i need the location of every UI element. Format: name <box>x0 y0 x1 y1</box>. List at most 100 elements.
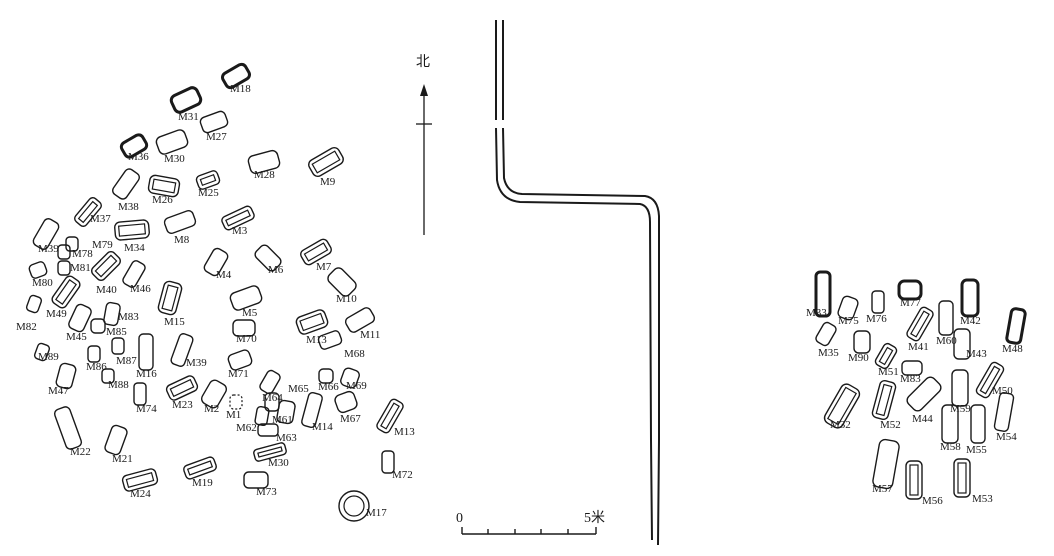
tomb-m49: M49 <box>46 275 81 320</box>
tomb-m67: M67 <box>334 390 361 425</box>
tomb-label: M19 <box>192 477 213 489</box>
tomb-m40: M40 <box>91 251 121 296</box>
tomb-label: M58 <box>940 441 961 453</box>
scale-start-label: 0 <box>456 511 463 526</box>
tomb-m11: M11 <box>344 307 380 341</box>
tomb-label: M76 <box>866 313 887 325</box>
tomb-coffin <box>957 462 967 494</box>
tomb-coffin <box>299 312 325 332</box>
tomb-m25: M25 <box>195 170 221 199</box>
tomb-m83: M83 <box>900 360 923 385</box>
tomb-m86: M86 <box>86 345 107 373</box>
tomb-m16: M16 <box>136 333 157 380</box>
tomb-label: M89 <box>38 351 59 363</box>
tomb-label: M71 <box>228 368 249 380</box>
tomb-label: M21 <box>112 453 133 465</box>
tomb-label: M8 <box>174 234 190 246</box>
tomb-m27: M27 <box>199 110 229 143</box>
tomb-m3: M3 <box>221 205 255 237</box>
tomb-outline <box>254 244 282 272</box>
tomb-outline <box>104 424 128 456</box>
tomb-coffin <box>875 383 893 417</box>
tomb-outline <box>232 319 256 337</box>
tomb-label: M55 <box>966 444 987 456</box>
tomb-label: M50 <box>992 385 1013 397</box>
tomb-outline <box>906 376 942 412</box>
tomb-m57: M57 <box>872 438 900 495</box>
north-arrow: 北 <box>416 54 432 235</box>
tomb-m66: M66 <box>318 368 339 393</box>
tomb-outline <box>28 261 48 279</box>
tomb-label: M77 <box>900 297 921 309</box>
tomb-label: M45 <box>66 331 87 343</box>
tomb-coffin <box>94 254 118 278</box>
tomb-label: M69 <box>346 380 367 392</box>
north-label: 北 <box>416 54 430 70</box>
tomb-outline <box>165 375 199 401</box>
tomb-label: M18 <box>230 83 251 95</box>
tomb-label: M38 <box>118 201 139 213</box>
tomb-label: M64 <box>262 392 283 404</box>
tomb-outline <box>301 392 323 428</box>
tomb-m18: M18 <box>220 62 251 95</box>
tomb-m75: M75 <box>837 295 859 327</box>
tomb-outline <box>953 328 971 360</box>
tomb-outline <box>970 404 986 444</box>
tomb-label: M67 <box>340 413 361 425</box>
tomb-m76: M76 <box>866 290 887 325</box>
tomb-outline <box>823 383 861 429</box>
tomb-label: M14 <box>312 421 333 433</box>
tomb-m81: M81 <box>57 260 91 276</box>
tomb-outline <box>25 294 43 314</box>
tomb-m13: M13 <box>295 309 329 346</box>
tomb-label: M7 <box>316 261 332 273</box>
tomb-coffin <box>878 346 894 366</box>
tomb-label: M37 <box>90 213 111 225</box>
tomb-outline <box>101 368 115 384</box>
tomb-m90: M90 <box>848 330 871 364</box>
tomb-outline <box>853 330 871 354</box>
tomb-m9: M9 <box>308 146 344 188</box>
tomb-label: M61 <box>272 414 293 426</box>
tomb-m44: M44 <box>906 376 942 425</box>
tomb-label: M26 <box>152 194 173 206</box>
tomb-outline <box>871 290 885 314</box>
tomb-outline <box>897 279 923 301</box>
tomb-label: M1 <box>226 409 241 421</box>
tomb-outline <box>318 368 334 384</box>
tomb-outline <box>993 392 1015 432</box>
tomb-m8: M8 <box>163 210 197 246</box>
tomb-coffin <box>117 223 147 237</box>
tomb-outline <box>203 247 229 277</box>
tomb-outline <box>103 301 121 327</box>
tomb-coffin <box>257 446 283 458</box>
tomb-coffin <box>77 200 99 224</box>
tomb-m64: M64 <box>262 392 283 412</box>
tomb-outline <box>837 295 859 321</box>
tomb-m55: M55 <box>966 404 987 456</box>
tomb-outline <box>119 133 149 159</box>
tomb-outline <box>195 170 221 190</box>
tomb-label: M54 <box>996 431 1017 443</box>
tomb-outline <box>334 390 358 414</box>
tomb-m65: M65 <box>259 369 309 395</box>
tomb-m39: M39 <box>170 333 207 369</box>
tomb-outline <box>376 398 404 434</box>
tomb-m61: M61 <box>272 399 296 426</box>
tomb-m35: M35 <box>815 321 839 359</box>
tomb-label: M22 <box>70 446 91 458</box>
tomb-label: M83 <box>118 311 139 323</box>
tomb-m83: M83 <box>103 301 139 327</box>
tomb-m48: M48 <box>1002 307 1027 355</box>
tomb-m45: M45 <box>66 303 92 343</box>
tomb-label: M79 <box>92 239 113 251</box>
tomb-label: M88 <box>108 379 129 391</box>
tomb-label: M17 <box>366 507 387 519</box>
tomb-outline <box>938 300 954 336</box>
tomb-m13: M13 <box>376 398 415 438</box>
tomb-outline <box>65 236 79 252</box>
tomb-outline <box>317 330 343 350</box>
tomb-outline <box>308 146 344 178</box>
tomb-outline <box>340 367 360 389</box>
tomb-m71: M71 <box>227 349 253 380</box>
